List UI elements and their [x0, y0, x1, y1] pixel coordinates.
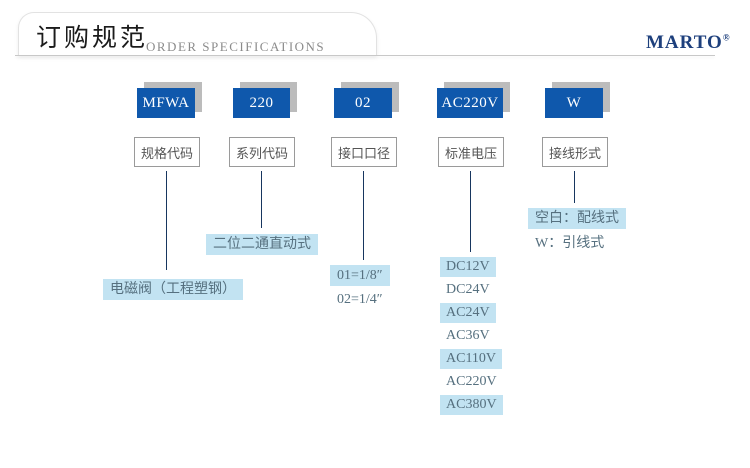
note-wiring-blank: 空白：配线式	[528, 208, 626, 229]
page-title-chinese: 订购规范	[36, 25, 149, 52]
code-box-voltage: AC220V	[437, 88, 503, 118]
note-solenoid-valve: 电磁阀（工程塑钢）	[103, 279, 243, 300]
label-box-wiring-type: 接线形式	[542, 137, 608, 167]
code-box-wiring: W	[545, 88, 603, 118]
label-box-series-code: 系列代码	[229, 137, 295, 167]
page-title-english: ORDER SPECIFICATIONS	[146, 39, 326, 54]
note-port-02: 02=1/4″	[337, 292, 383, 307]
voltage-item: AC24V	[440, 303, 496, 323]
voltage-item: AC220V	[446, 374, 497, 389]
connector-line-spec	[166, 171, 167, 270]
note-port-01: 01=1/8″	[330, 265, 390, 286]
registered-trademark-icon: ®	[722, 32, 731, 43]
voltage-item: AC36V	[446, 328, 490, 343]
title-tab-outline	[18, 12, 377, 56]
note-wiring-w: W：引线式	[535, 236, 605, 251]
connector-line-wiring	[574, 171, 575, 203]
connector-line-series	[261, 171, 262, 228]
header-divider	[15, 55, 715, 56]
voltage-options-list: DC12V DC24V AC24V AC36V AC110V AC220V AC…	[440, 257, 503, 418]
code-box-spec: MFWA	[137, 88, 195, 118]
brand-logo: MARTO®	[646, 32, 731, 54]
label-box-standard-voltage: 标准电压	[438, 137, 504, 167]
code-box-series: 220	[233, 88, 290, 118]
label-box-port-size: 接口口径	[331, 137, 397, 167]
brand-name: MARTO	[646, 32, 723, 53]
voltage-item: DC12V	[440, 257, 496, 277]
voltage-item: AC380V	[440, 395, 503, 415]
note-valve-type: 二位二通直动式	[206, 234, 318, 255]
voltage-item: AC110V	[440, 349, 503, 369]
connector-line-port	[363, 171, 364, 260]
label-box-spec-code: 规格代码	[134, 137, 200, 167]
voltage-item: DC24V	[446, 282, 490, 297]
code-box-port-size: 02	[334, 88, 392, 118]
connector-line-voltage	[470, 171, 471, 252]
